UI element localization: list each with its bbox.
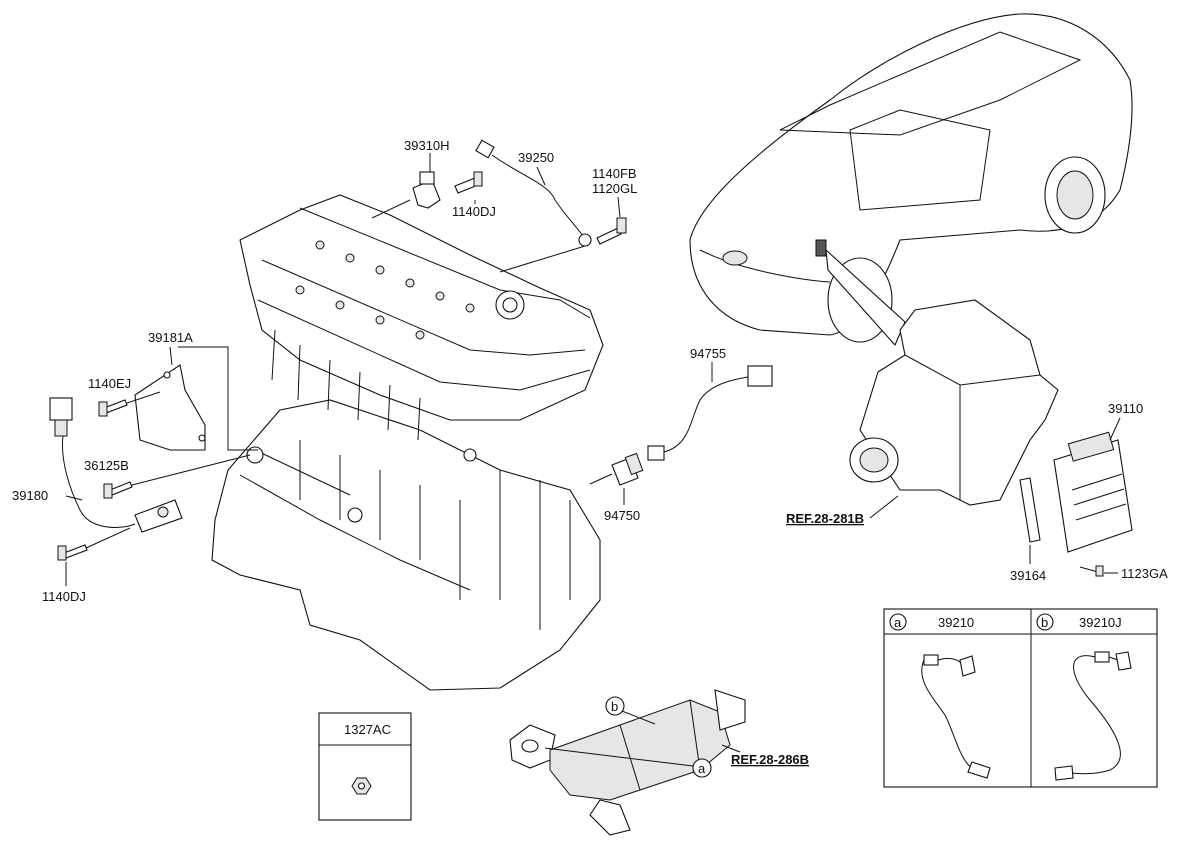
label-1327AC: 1327AC (344, 722, 391, 737)
bolt-1140EJ (98, 391, 161, 417)
bolt-1123GA (1079, 565, 1104, 577)
crankshaft-sensor-39180 (49, 397, 183, 533)
callout-a: a (698, 761, 706, 776)
callout-b: b (611, 699, 618, 714)
camshaft-position-sensor (371, 171, 441, 219)
air-cleaner-assembly (849, 299, 1059, 506)
legend-a-badge (889, 613, 907, 631)
label-36125B: 36125B (84, 458, 129, 473)
o2-sensor-39210J (1054, 651, 1132, 781)
part-box-1327AC: 1327AC (318, 712, 412, 821)
label-1140DJ-top: 1140DJ (452, 204, 496, 219)
knock-sensor-39250 (475, 139, 592, 247)
harness-94755 (647, 365, 773, 461)
legend-a-letter: a (894, 615, 902, 630)
sensor-bracket-39181A (134, 364, 206, 451)
vehicle-illustration (689, 13, 1133, 347)
legend-a-part: 39210 (938, 615, 974, 630)
bolt-1140DJ-left (57, 527, 131, 561)
label-39164: 39164 (1010, 568, 1046, 583)
bolt-36125B (103, 454, 251, 499)
label-94750: 94750 (604, 508, 640, 523)
label-1120GL: 1120GL (592, 181, 637, 196)
ref-28-286B[interactable]: REF.28-286B (731, 752, 809, 767)
label-39180: 39180 (12, 488, 48, 503)
label-39110: 39110 (1108, 401, 1143, 416)
bolt-1140DJ-top (454, 171, 483, 194)
nut-icon (351, 777, 372, 795)
label-39250: 39250 (518, 150, 554, 165)
ecu-39110 (1053, 431, 1133, 553)
callout-a-on-converter: a (544, 747, 712, 778)
oil-pressure-switch-94750 (611, 452, 644, 486)
label-1140DJ-left: 1140DJ (42, 589, 86, 604)
label-1140FB: 1140FB (592, 166, 637, 181)
legend-b-badge (1036, 613, 1054, 631)
label-39181A: 39181A (148, 330, 193, 345)
callout-b-on-converter: b (605, 696, 656, 725)
legend-b-letter: b (1041, 615, 1048, 630)
label-39310H: 39310H (404, 138, 450, 153)
catalytic-converter (509, 689, 746, 836)
bracket-39164 (1019, 477, 1041, 543)
legend-b-part: 39210J (1079, 615, 1122, 630)
ref-28-281B[interactable]: REF.28-281B (786, 511, 864, 526)
o2-sensor-39210 (921, 654, 991, 779)
bolt-1140FB (596, 217, 627, 245)
label-1123GA: 1123GA (1121, 566, 1168, 581)
head-bolts (295, 240, 475, 340)
label-94755: 94755 (690, 346, 726, 361)
label-1140EJ: 1140EJ (88, 376, 131, 391)
o2-sensor-legend: a 39210 b 39210J (883, 608, 1158, 788)
engine-block (211, 194, 604, 691)
